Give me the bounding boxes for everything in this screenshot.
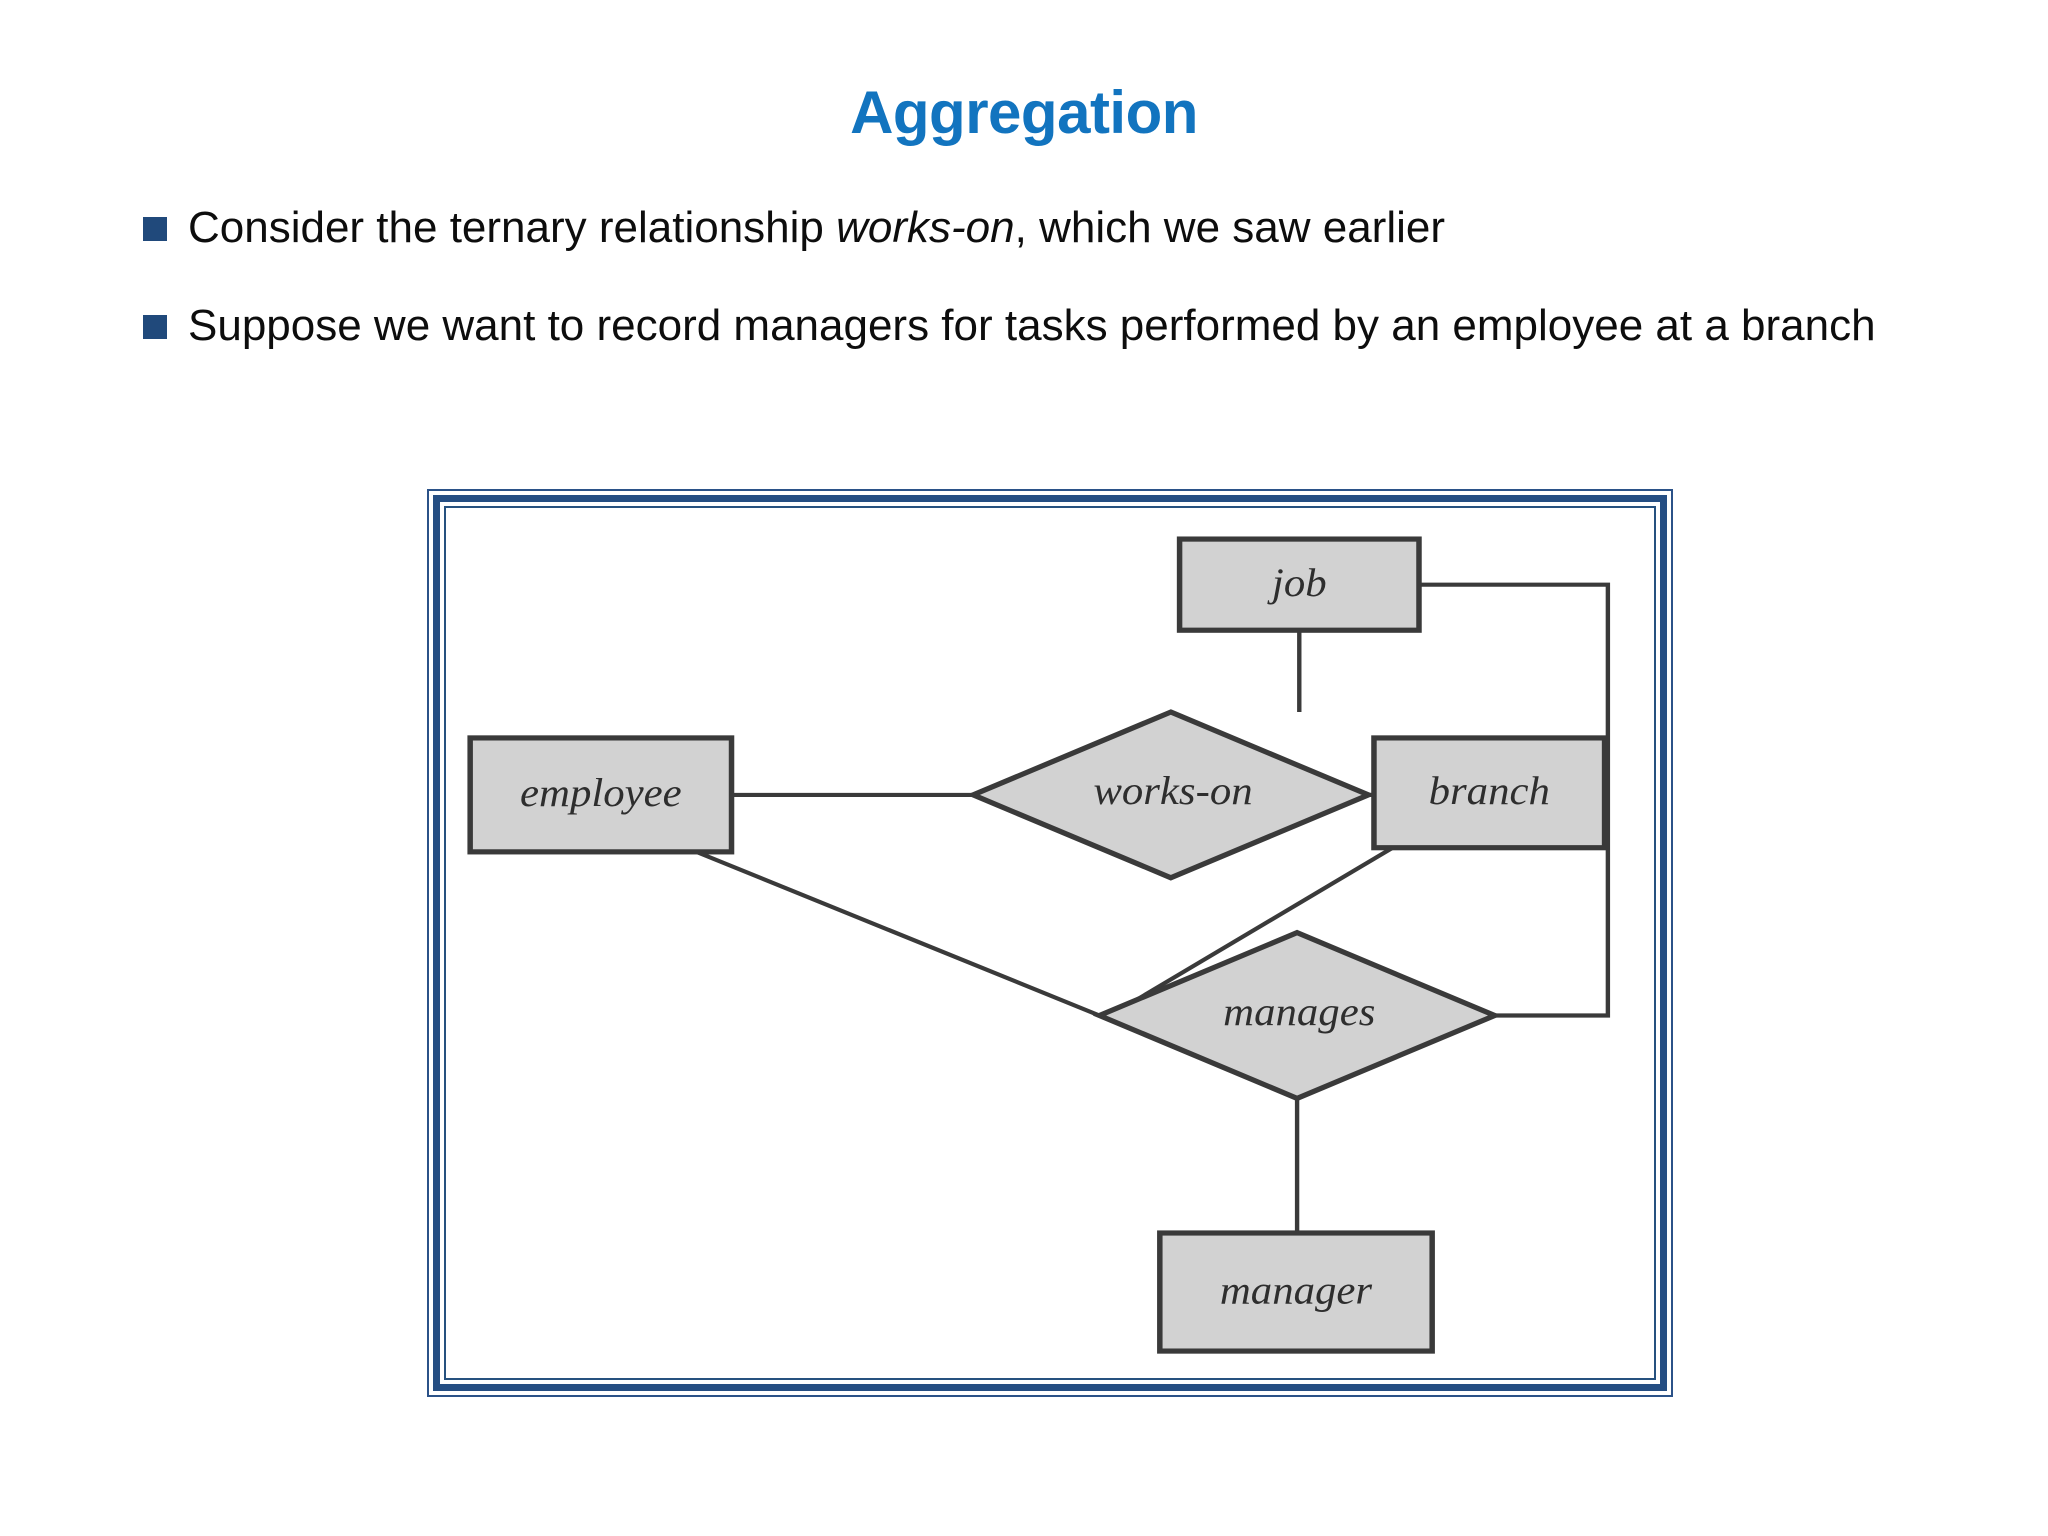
square-bullet-icon xyxy=(143,315,167,340)
bullet-text-prefix: Suppose we want to record managers for t… xyxy=(188,301,1876,351)
relationship-works-on[interactable]: works-on xyxy=(966,709,1376,881)
bullet-item-ternary-relationship: Consider the ternary relationship works-… xyxy=(140,200,1940,256)
connector-job-to-manages xyxy=(1418,582,1611,1018)
bullet-text-suffix: , which we saw earlier xyxy=(1014,203,1445,252)
relationship-group: works-on manages xyxy=(966,709,1502,1102)
entity-job-label: job xyxy=(1267,561,1327,606)
entity-group: job employee branch xyxy=(467,536,1608,1354)
relationship-manages-label: manages xyxy=(1223,990,1375,1035)
connector-employee-to-manages xyxy=(695,849,1101,1018)
er-diagram-svg: job employee branch xyxy=(467,536,1611,1354)
entity-branch-box[interactable] xyxy=(1371,735,1608,851)
bullet-item-record-managers: Suppose we want to record managers for t… xyxy=(140,298,1940,354)
entity-job-box[interactable] xyxy=(1176,536,1422,633)
er-diagram-canvas: job employee branch xyxy=(444,506,1656,1380)
relationship-manages-diamond[interactable] xyxy=(1092,929,1502,1102)
bullet-text-prefix: Consider the ternary relationship xyxy=(188,203,837,252)
entity-employee-box[interactable] xyxy=(467,735,735,855)
square-bullet-icon xyxy=(143,217,167,241)
er-diagram-frame: job employee branch xyxy=(427,489,1673,1397)
bullet-text: Suppose we want to record managers for t… xyxy=(188,301,1876,350)
relationship-manages[interactable]: manages xyxy=(1092,929,1502,1102)
connector-branch-to-manages xyxy=(1103,845,1394,1021)
entity-branch-label: branch xyxy=(1429,769,1550,814)
entity-manager-box[interactable] xyxy=(1157,1230,1435,1354)
entity-manager[interactable]: manager xyxy=(1157,1230,1435,1354)
bullet-list: Consider the ternary relationship works-… xyxy=(140,200,1940,397)
connector-group xyxy=(695,582,1611,1233)
bullet-text-emphasis: works-on xyxy=(836,203,1015,252)
page-title: Aggregation xyxy=(850,79,1198,146)
bullet-text: Consider the ternary relationship works-… xyxy=(188,203,1445,252)
entity-branch[interactable]: branch xyxy=(1371,735,1608,851)
entity-employee[interactable]: employee xyxy=(467,735,735,855)
entity-manager-label: manager xyxy=(1220,1268,1373,1313)
relationship-works-on-diamond[interactable] xyxy=(966,709,1376,881)
relationship-works-on-label: works-on xyxy=(1093,769,1252,814)
er-diagram-frame-middle-border: job employee branch xyxy=(433,495,1667,1391)
entity-job[interactable]: job xyxy=(1176,536,1422,633)
entity-employee-label: employee xyxy=(520,771,682,816)
